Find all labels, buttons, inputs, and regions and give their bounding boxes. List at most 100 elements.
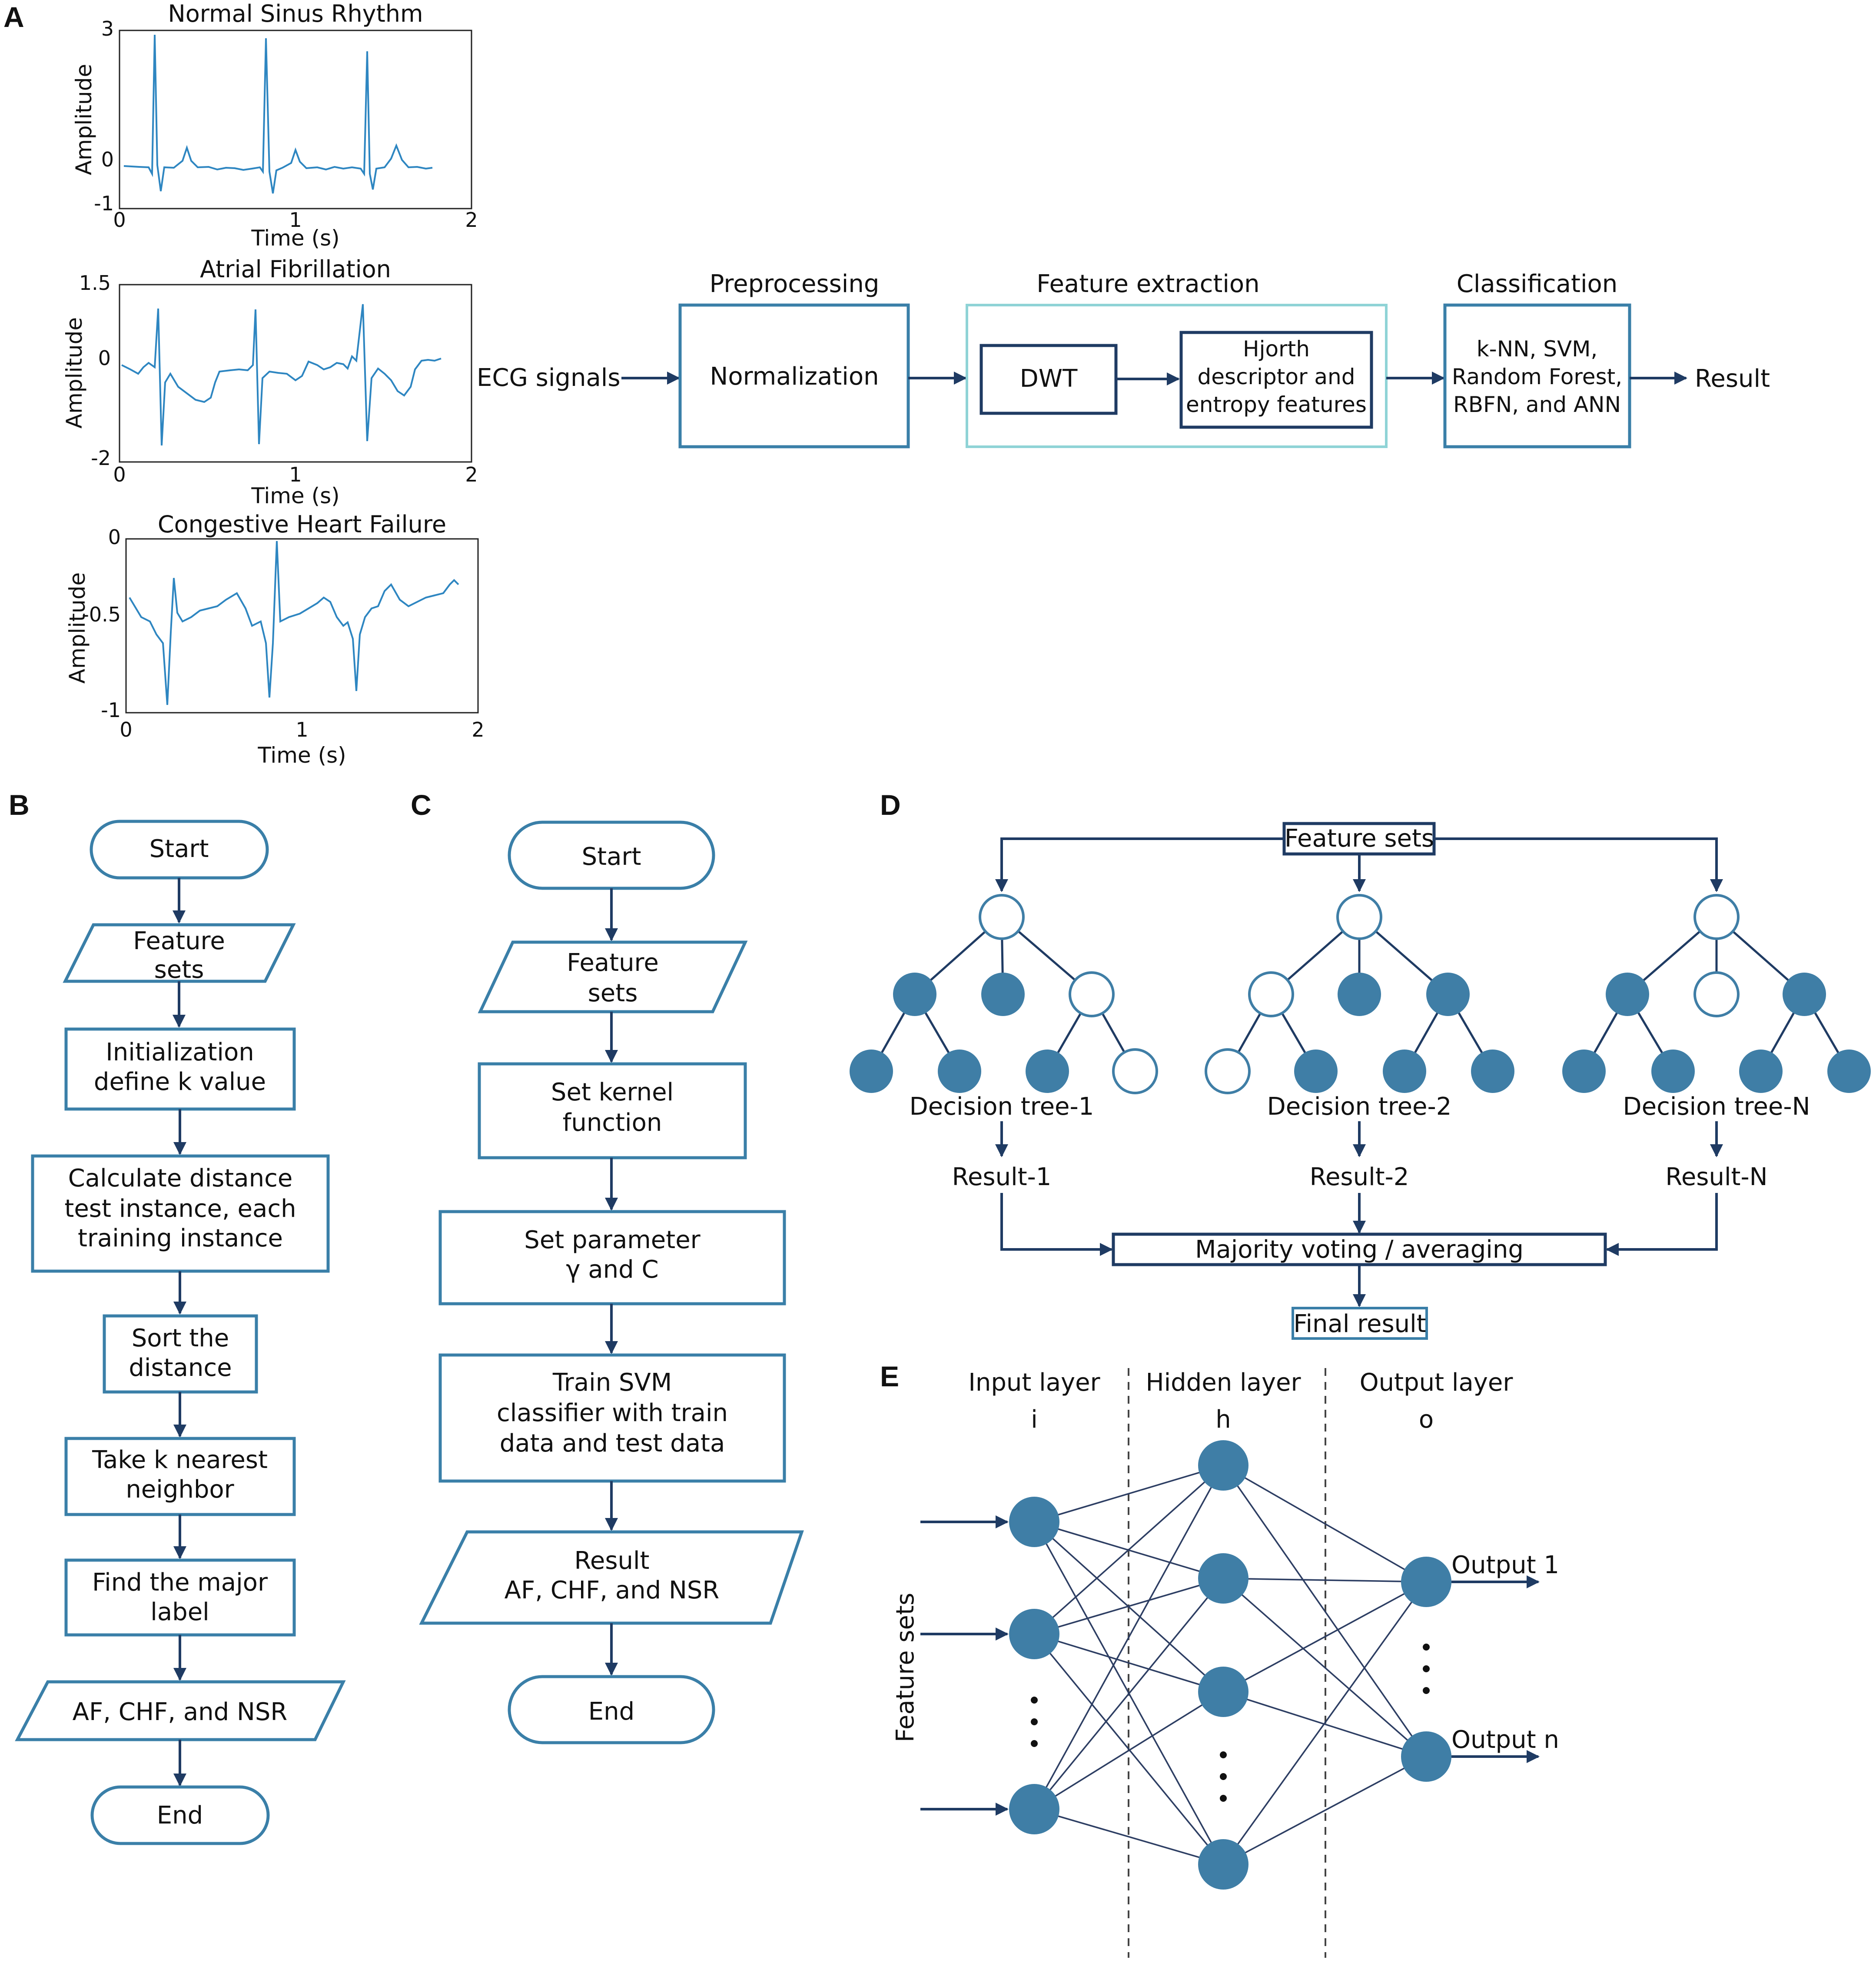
output-neuron <box>1401 1557 1451 1607</box>
rf-arrow-result-1-vote <box>1000 1193 1113 1256</box>
ecg-trace-nsr <box>123 34 433 194</box>
plot-title-af: Atrial Fibrillation <box>200 256 391 283</box>
hjorth-line-1: Hjorth <box>1243 336 1310 362</box>
svm-train-line-1: Train SVM <box>552 1368 672 1397</box>
normalization-box <box>678 303 910 448</box>
tree-1-leaf <box>938 1050 981 1093</box>
knn-output-parallelogram <box>15 1680 346 1741</box>
majority-voting-label: Majority voting / averaging <box>1195 1236 1524 1264</box>
xtick-chf-1: 1 <box>296 718 308 741</box>
output-1-label: Output 1 <box>1451 1551 1559 1579</box>
plot-frame-af <box>119 284 472 463</box>
tree-2-node <box>1426 973 1470 1016</box>
xlabel-af: Time (s) <box>251 483 339 508</box>
tree-1-node <box>1069 971 1115 1017</box>
ecg-plot-af: Atrial Fibrillation 1.5 0 -2 0 1 2 Time … <box>62 256 478 508</box>
pipeline-result-label: Result <box>1695 365 1770 393</box>
tree-n-node <box>1606 973 1649 1016</box>
knn-init-line-1: Initialization <box>106 1038 254 1066</box>
panel-letter-c: C <box>411 789 432 821</box>
svm-param-line-2: γ and C <box>566 1256 658 1284</box>
ytick-nsr-bottom: -1 <box>94 192 114 215</box>
tree-2-leaf <box>1294 1050 1338 1093</box>
feature-extraction-label: Feature extraction <box>1036 270 1259 298</box>
xtick-nsr-0: 0 <box>113 208 126 232</box>
ylabel-chf: Amplitude <box>65 572 90 684</box>
output-neuron <box>1401 1731 1451 1782</box>
xtick-chf-2: 2 <box>471 718 484 741</box>
tree-n-leaf <box>1827 1050 1871 1093</box>
final-result-box <box>1292 1307 1428 1340</box>
decision-tree-1 <box>850 894 1158 1094</box>
ylabel-af: Amplitude <box>62 317 87 428</box>
knn-end-label: End <box>157 1801 203 1830</box>
svm-feature-line-2: sets <box>588 979 638 1007</box>
ytick-nsr-mid: 0 <box>101 148 114 171</box>
output-ellipsis <box>1423 1644 1430 1694</box>
dwt-label: DWT <box>1020 365 1078 393</box>
rf-arrow-to-tree-n <box>1434 837 1723 892</box>
knn-end-terminal <box>90 1785 270 1845</box>
knn-sort-box <box>103 1314 258 1394</box>
svm-param-box <box>438 1210 786 1305</box>
ylabel-nsr: Amplitude <box>71 64 96 175</box>
ecg-trace-af <box>121 304 442 446</box>
tree-1-node <box>893 973 936 1016</box>
knn-output-label: AF, CHF, and NSR <box>73 1698 288 1726</box>
knn-start-label: Start <box>149 835 209 863</box>
preprocessing-label: Preprocessing <box>710 270 880 298</box>
knn-find-line-1: Find the major <box>92 1568 268 1597</box>
xlabel-chf: Time (s) <box>257 743 346 768</box>
plot-frame-nsr <box>119 30 472 209</box>
tree-2-leaf <box>1471 1050 1514 1093</box>
svm-train-line-3: data and test data <box>500 1429 725 1458</box>
ytick-af-top: 1.5 <box>79 271 111 295</box>
tree-2-label: Decision tree-2 <box>1267 1093 1452 1121</box>
tree-n-root-node <box>1693 894 1740 940</box>
knn-find-line-2: label <box>150 1598 209 1626</box>
hjorth-line-2: descriptor and <box>1198 364 1355 389</box>
knn-init-line-2: define k value <box>94 1068 266 1096</box>
panel-letter-d: D <box>880 789 901 821</box>
ytick-af-mid: 0 <box>98 346 111 370</box>
knn-calc-line-3: training instance <box>78 1224 283 1252</box>
tree-n-leaf <box>1651 1050 1695 1093</box>
classifier-line-2: Random Forest, <box>1452 364 1622 389</box>
svm-result-line-2: AF, CHF, and NSR <box>505 1576 720 1604</box>
svm-kernel-line-2: function <box>563 1109 662 1137</box>
hidden-neuron <box>1198 1440 1248 1491</box>
pipeline: ECG signals Preprocessing Normalization … <box>477 270 1770 448</box>
svm-end-terminal <box>508 1675 715 1744</box>
output-layer-symbol: o <box>1419 1405 1434 1434</box>
rf-arrow-to-tree-1 <box>995 837 1284 892</box>
panel-b-knn-flowchart: B Start Feature sets Initialization defi… <box>9 789 346 1845</box>
input-layer-label: Input layer <box>968 1368 1100 1397</box>
hidden-layer-label: Hidden layer <box>1146 1368 1302 1397</box>
knn-take-line-2: neighbor <box>126 1475 234 1504</box>
pipeline-input-label: ECG signals <box>477 364 621 392</box>
tree-2-root-node <box>1336 894 1382 940</box>
hidden-ellipsis <box>1220 1751 1227 1802</box>
result-2-label: Result-2 <box>1310 1163 1409 1191</box>
ytick-nsr-top: 3 <box>101 17 114 40</box>
xtick-af-1: 1 <box>289 463 302 486</box>
hjorth-box <box>1179 331 1373 429</box>
svm-feature-sets-parallelogram <box>478 940 748 1013</box>
plot-title-chf: Congestive Heart Failure <box>158 511 446 538</box>
input-ellipsis <box>1031 1697 1038 1747</box>
panel-c-svm-flowchart: C Start Feature sets Set kernel function… <box>411 789 804 1744</box>
svm-result-line-1: Result <box>574 1547 649 1575</box>
panel-letter-b: B <box>9 789 30 821</box>
output-n-label: Output n <box>1451 1726 1559 1754</box>
input-neuron <box>1009 1784 1059 1834</box>
svm-start-label: Start <box>582 843 641 871</box>
final-result-label: Final result <box>1293 1310 1426 1338</box>
hjorth-line-3: entropy features <box>1186 392 1367 417</box>
ecg-plot-chf: Congestive Heart Failure 0 -0.5 -1 0 1 2… <box>65 511 485 768</box>
knn-calc-line-1: Calculate distance <box>68 1164 293 1192</box>
ytick-chf-top: 0 <box>108 525 121 549</box>
knn-feature-line-1: Feature <box>133 927 225 955</box>
knn-calc-box <box>31 1154 330 1273</box>
tree-1-root-node <box>979 894 1025 940</box>
